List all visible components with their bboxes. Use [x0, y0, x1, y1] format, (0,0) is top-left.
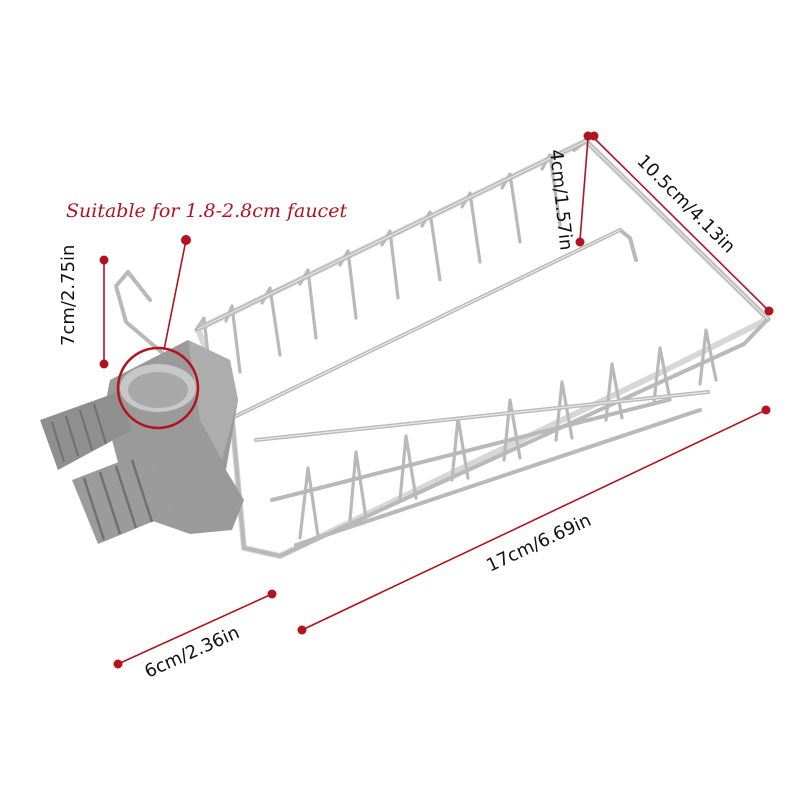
callout-label: Suitable for 1.8-2.8cm faucet: [66, 200, 347, 222]
callout-ring: [116, 346, 200, 430]
faucet-clip: [40, 340, 244, 544]
dimension-markers: [99, 131, 774, 669]
dim-label-basket-depth: 4cm/1.57in: [545, 148, 576, 251]
wire-basket: [114, 138, 771, 559]
dim-label-height-clip: 7cm/2.75in: [58, 245, 79, 346]
dim-label-basket-length: 17cm/6.69in: [483, 510, 594, 577]
faucet-callout: Suitable for 1.8-2.8cm faucet: [66, 200, 347, 430]
